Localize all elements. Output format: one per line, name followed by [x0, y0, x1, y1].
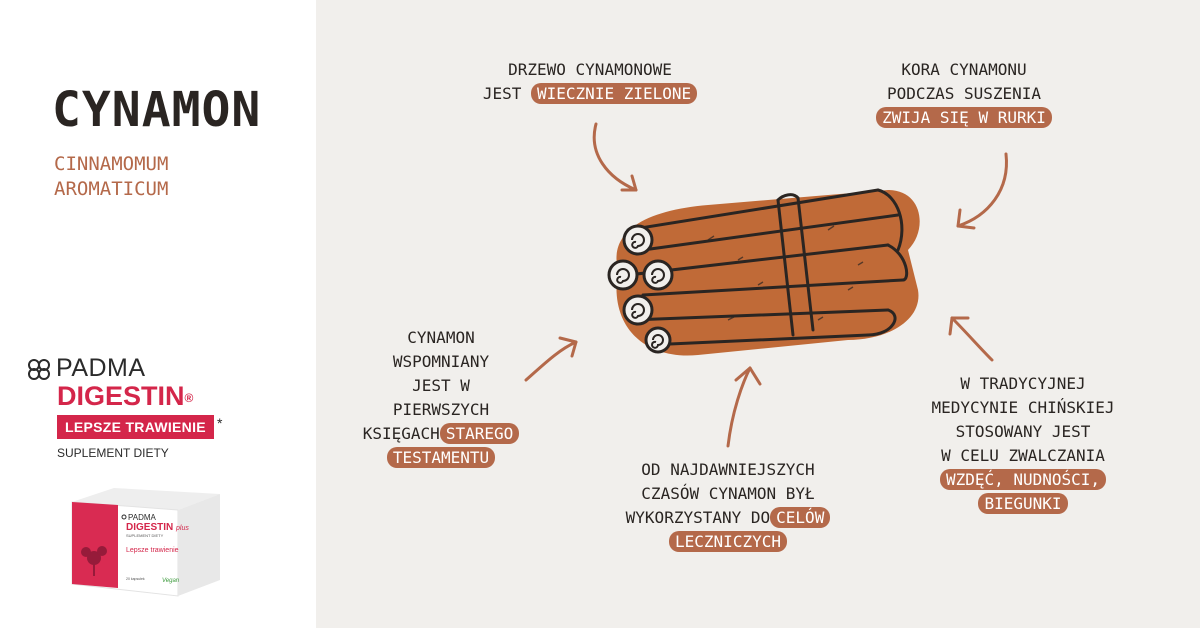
fact-chinese-line-4: W CELU ZWALCZANIA [941, 446, 1105, 465]
fact-ancient-line-2: CZASÓW CYNAMON BYŁ [641, 484, 815, 503]
fact-bark: KORA CYNAMONU PODCZAS SUSZENIA ZWIJA SIĘ… [854, 58, 1074, 130]
fact-ancient-line-3-text: WYKORZYSTANY DO [625, 508, 771, 527]
fact-bible-line-5-text: KSIĘGACH [362, 424, 440, 443]
fact-chinese-highlight-2: BIEGUNKI [978, 493, 1068, 514]
fact-ancient-line-1: OD NAJDAWNIEJSZYCH [641, 460, 815, 479]
package-category: SUPLEMENT DIETY [126, 533, 164, 538]
arrow-bible-icon [524, 336, 578, 382]
fact-bark-line-2: PODCZAS SUSZENIA [886, 84, 1042, 103]
fact-bible-line-1: CYNAMON [407, 328, 475, 347]
fact-bible-highlight-2: TESTAMENTU [386, 447, 496, 468]
package-brand: PADMA [128, 513, 157, 522]
fact-bible-line-4: PIERWSZYCH [392, 400, 490, 419]
claim-badge: LEPSZE TRAWIENIE [57, 415, 214, 439]
fact-ancient-highlight-2: LECZNICZYCH [669, 531, 787, 552]
arrow-ancient-icon [726, 366, 762, 448]
fact-chinese-line-3: STOSOWANY JEST [955, 422, 1091, 441]
page-title: CYNAMON [52, 82, 262, 138]
product-package-image: PADMA DIGESTIN plus SUPLEMENT DIETY Leps… [71, 488, 220, 597]
fact-ancient-highlight-1: CELÓW [770, 507, 831, 528]
fact-chinese: W TRADYCYJNEJ MEDYCYNIE CHIŃSKIEJ STOSOW… [900, 372, 1146, 516]
arrow-tree-icon [592, 122, 638, 192]
claim-asterisk: * [216, 415, 223, 431]
left-panel: CYNAMON CINNAMOMUM AROMATICUM PADMA DIGE… [0, 0, 316, 628]
fact-bible-highlight-1: STAREGO [439, 423, 520, 444]
product-name: DIGESTIN® [57, 381, 306, 411]
fact-bark-highlight: ZWIJA SIĘ W RURKI [876, 107, 1052, 128]
fact-tree-line-1: DRZEWO CYNAMONOWE [508, 60, 672, 79]
brand-name: PADMA [56, 354, 146, 382]
package-vegan: Vegan [162, 578, 180, 584]
fact-bible-line-2: WSPOMNIANY [392, 352, 490, 371]
fact-chinese-highlight-1: WZDĘĆ, NUDNOŚCI, [939, 469, 1107, 490]
fact-tree-highlight: WIECZNIE ZIELONE [531, 83, 698, 104]
brand-logo: PADMA DIGESTIN® LEPSZE TRAWIENIE * SUPLE… [26, 354, 306, 460]
fact-ancient: OD NAJDAWNIEJSZYCH CZASÓW CYNAMON BYŁ WY… [598, 458, 858, 554]
fact-bible: CYNAMON WSPOMNIANY JEST W PIERWSZYCH KSI… [346, 326, 536, 470]
fact-chinese-line-1: W TRADYCYJNEJ [960, 374, 1086, 393]
package-product: DIGESTIN [126, 522, 173, 533]
fact-tree: DRZEWO CYNAMONOWE JEST WIECZNIE ZIELONE [470, 58, 710, 106]
product-name-text: DIGESTIN [57, 381, 185, 411]
package-count: 20 kapsułek [126, 577, 145, 581]
latin-name-line-2: AROMATICUM [54, 178, 169, 200]
cinnamon-sticks-illustration [607, 188, 920, 356]
fact-chinese-line-2: MEDYCYNIE CHIŃSKIEJ [931, 398, 1115, 417]
supplement-label: SUPLEMENT DIETY [57, 446, 169, 460]
arrow-chinese-icon [948, 316, 994, 362]
latin-name-line-1: CINNAMOMUM [54, 153, 169, 175]
latin-name: CINNAMOMUM AROMATICUM [54, 152, 168, 202]
arrow-bark-icon [956, 152, 1008, 230]
registered-mark: ® [184, 391, 194, 405]
fact-bark-line-1: KORA CYNAMONU [901, 60, 1027, 79]
fact-bible-line-3: JEST W [412, 376, 470, 395]
package-claim: Lepsze trawienie [126, 547, 179, 554]
padma-flower-icon [28, 358, 50, 380]
fact-tree-line-2-text: JEST [482, 84, 522, 103]
right-panel: DRZEWO CYNAMONOWE JEST WIECZNIE ZIELONE … [316, 0, 1200, 628]
package-product-suffix: plus [175, 525, 189, 532]
